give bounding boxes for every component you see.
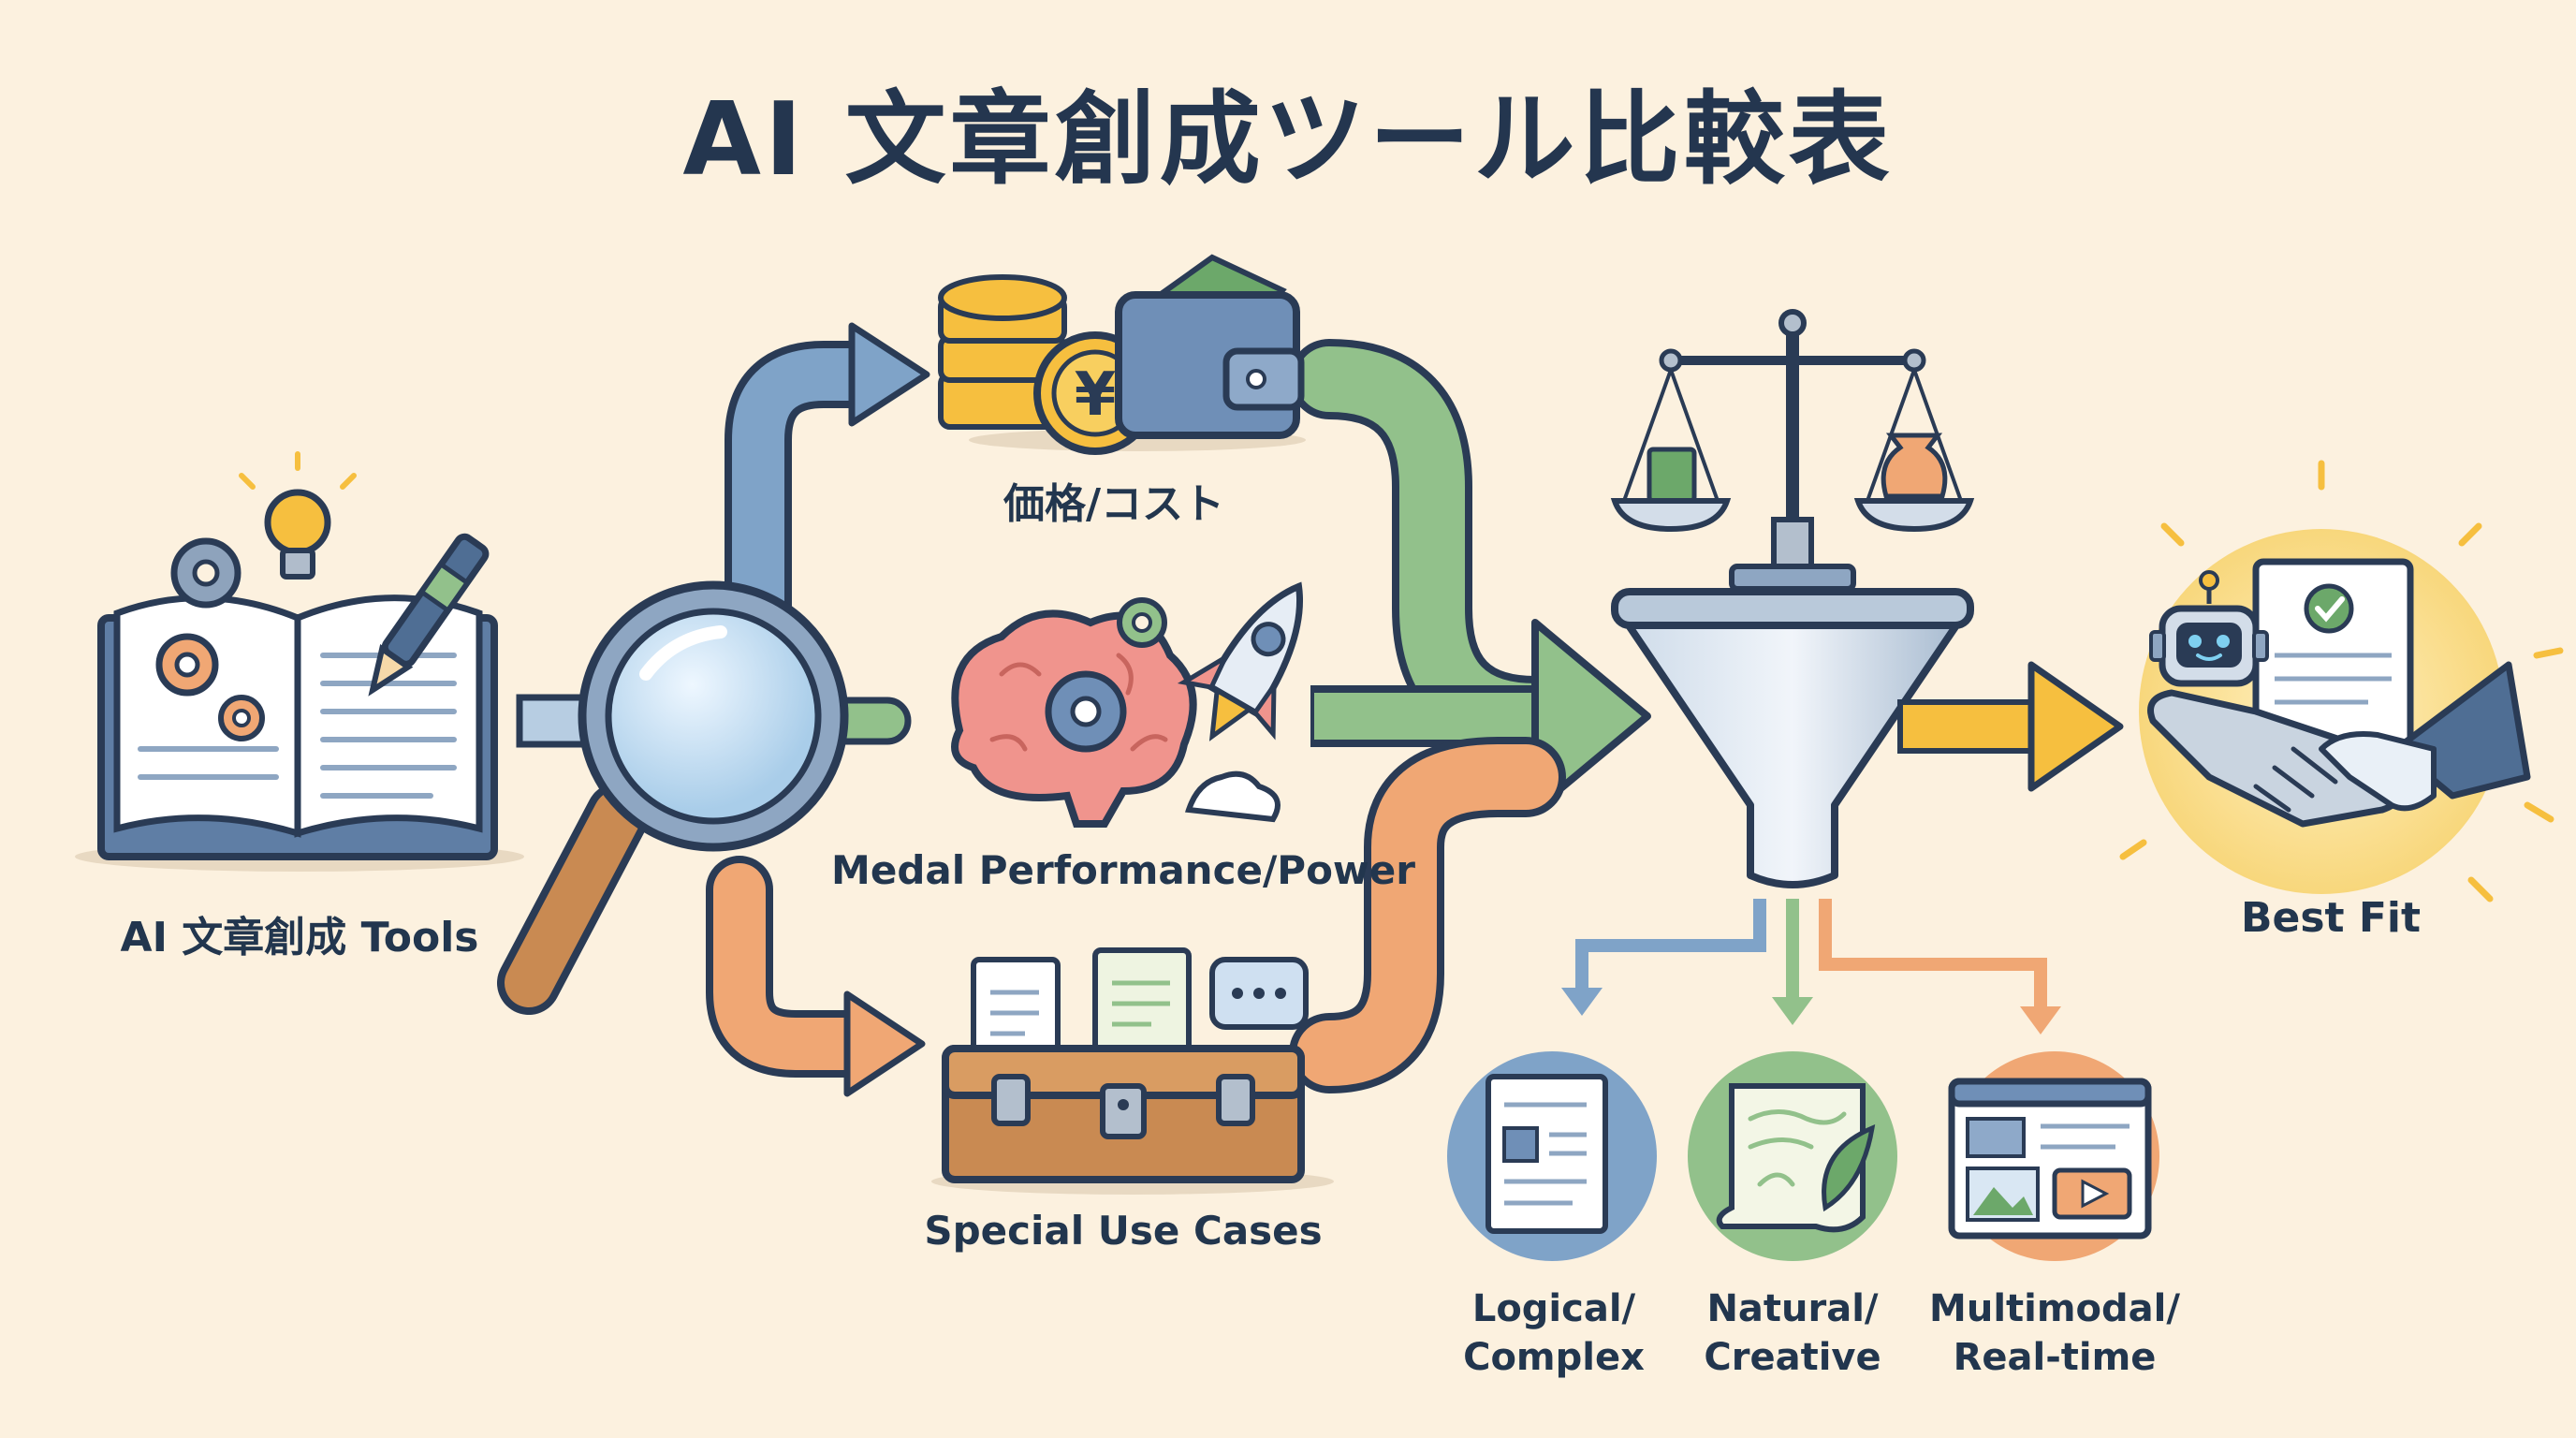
balance-scale-icon bbox=[1610, 309, 1975, 592]
multimodal-realtime-icon bbox=[1948, 1051, 2159, 1261]
page-title: AI 文章創成ツール比較表 bbox=[682, 81, 1894, 198]
brain-icon bbox=[951, 597, 1197, 828]
best-fit-icon bbox=[2119, 460, 2564, 902]
pen-icon bbox=[368, 533, 490, 697]
arrow-to-natural bbox=[1772, 899, 1813, 1025]
source-label: AI 文章創成 Tools bbox=[120, 914, 479, 961]
robot-icon bbox=[2149, 570, 2269, 687]
output-label-multimodal: Multimodal/ Real-time bbox=[1929, 1287, 2180, 1379]
criteria-label-use-cases: Special Use Cases bbox=[924, 1208, 1323, 1254]
arrow-cost-to-funnel bbox=[1289, 339, 1575, 756]
magnifier-icon bbox=[497, 580, 849, 1015]
rocket-icon bbox=[1177, 581, 1303, 823]
logical-complex-icon bbox=[1447, 1051, 1657, 1261]
criteria-label-cost: 価格/コスト bbox=[1003, 480, 1225, 528]
natural-creative-icon bbox=[1688, 1051, 1897, 1261]
result-label: Best Fit bbox=[2240, 894, 2422, 942]
wallet-icon bbox=[1115, 254, 1305, 439]
arrow-to-cost bbox=[724, 322, 930, 680]
lightbulb-icon bbox=[239, 451, 357, 580]
toolbox-icon bbox=[931, 947, 1334, 1195]
handshake-icon bbox=[2147, 661, 2531, 828]
arrow-to-best-fit bbox=[1897, 661, 2124, 792]
criteria-label-performance: Medal Performance/Power bbox=[831, 847, 1415, 893]
coins-icon: ¥ bbox=[938, 274, 1306, 455]
arrow-use-cases-to-funnel bbox=[1289, 737, 1566, 1093]
output-label-logical: Logical/ Complex bbox=[1463, 1287, 1645, 1379]
arrow-to-logical bbox=[1561, 899, 1766, 1016]
arrow-to-multimodal bbox=[1819, 899, 2061, 1034]
output-label-natural: Natural/ Creative bbox=[1704, 1287, 1881, 1379]
speech-bubble-icon bbox=[1209, 957, 1309, 1030]
arrow-to-use-cases bbox=[706, 856, 926, 1097]
book-icon bbox=[75, 451, 524, 872]
funnel-icon bbox=[1611, 588, 1974, 888]
yen-symbol: ¥ bbox=[1075, 360, 1117, 430]
